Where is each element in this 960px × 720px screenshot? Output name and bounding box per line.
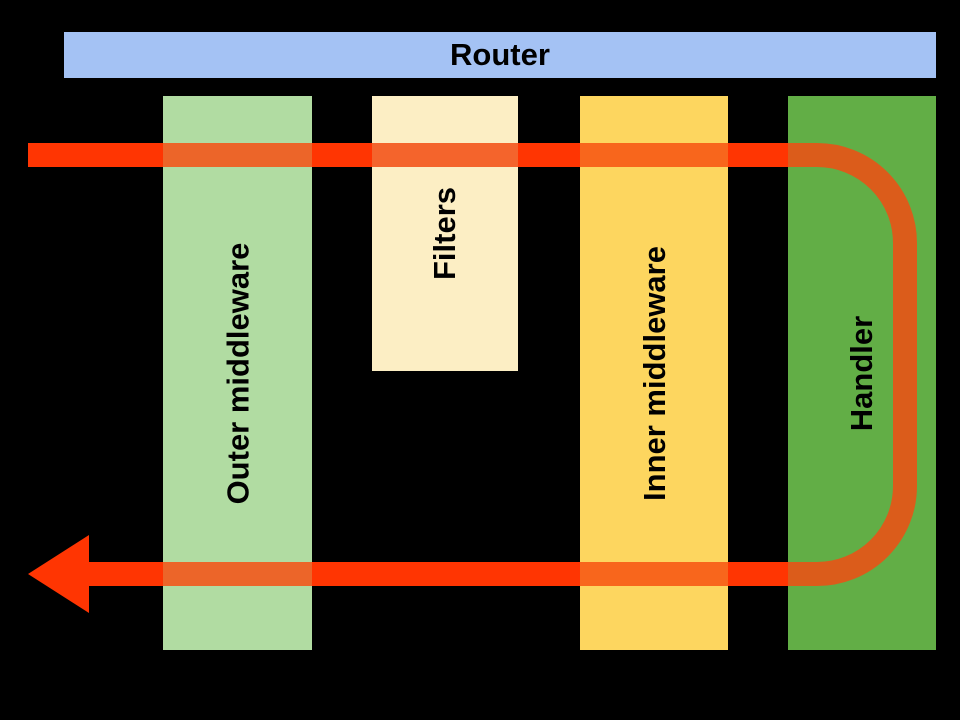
request-arrow-segment-gap	[728, 143, 788, 167]
response-arrow-segment-gap	[728, 562, 788, 586]
inner-middleware-label: Inner middleware	[636, 245, 672, 501]
response-arrow-segment-inner	[580, 562, 728, 586]
left-arrowhead-icon	[28, 535, 89, 613]
response-arrow-segment-gap	[89, 562, 163, 586]
handler-label: Handler	[844, 315, 880, 431]
router-bar: Router	[64, 32, 936, 78]
request-arrow-segment-gap	[28, 143, 163, 167]
response-arrow-segment-gap	[312, 562, 580, 586]
request-arrow-segment-inner	[580, 143, 728, 167]
column-filters: Filters	[372, 96, 518, 371]
request-arrow-segment-filters	[372, 143, 518, 167]
column-inner-middleware: Inner middleware	[580, 96, 728, 650]
router-label: Router	[450, 37, 550, 72]
outer-middleware-label: Outer middleware	[220, 242, 256, 504]
filters-label: Filters	[427, 186, 463, 281]
column-handler: Handler	[788, 96, 936, 650]
request-arrow-segment-gap	[518, 143, 580, 167]
response-arrow-segment-outer	[163, 562, 312, 586]
request-arrow-segment-outer	[163, 143, 312, 167]
column-outer-middleware: Outer middleware	[163, 96, 312, 650]
request-arrow-segment-gap	[312, 143, 372, 167]
